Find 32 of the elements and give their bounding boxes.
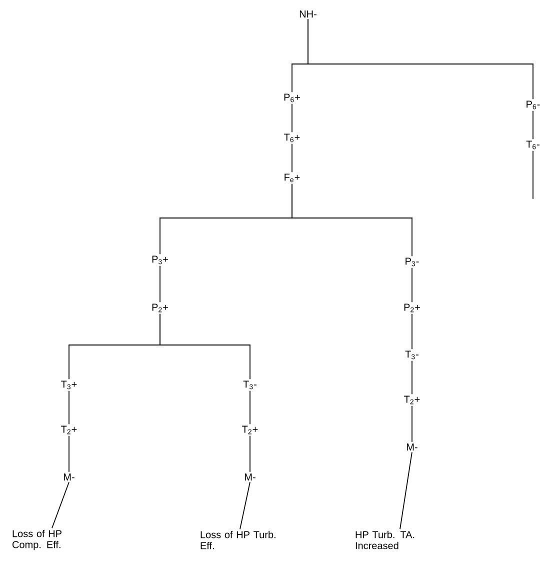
connector-line <box>400 452 412 530</box>
state-label: NH- <box>300 10 316 18</box>
state-label: T$_{6}$- <box>526 140 540 150</box>
state-label: M- <box>64 474 74 480</box>
connector-line <box>68 435 70 472</box>
state-label: P$_{6}$- <box>526 100 540 110</box>
state-label: T$_{2}$+ <box>61 426 77 434</box>
state-label: P$_{6}$+ <box>284 94 300 102</box>
state-label: T$_{3}$+ <box>61 380 77 390</box>
connector-line <box>240 482 250 530</box>
state-label: F$_{e}$+ <box>284 174 300 182</box>
state-label: T$_{2}$+ <box>404 396 420 404</box>
connector-line <box>292 183 412 257</box>
connector-line <box>68 390 70 425</box>
state-label: P$_{2}$+ <box>404 304 420 312</box>
state-label: P$_{2}$+ <box>152 304 168 312</box>
state-label: M- <box>244 474 256 480</box>
connector-line <box>308 18 534 100</box>
connector-line <box>52 482 70 529</box>
connector-line <box>532 150 534 200</box>
state-label: T$_{3}$- <box>405 350 418 360</box>
state-label: T$_{2}$+ <box>242 426 258 434</box>
state-label: P$_{3}$+ <box>152 256 168 264</box>
result-text: HP Turb. TA. Increased <box>356 530 414 550</box>
state-label: T$_{3}$- <box>243 380 256 390</box>
result-text: Loss of HP Comp. Eff. <box>12 530 62 550</box>
connector-line <box>532 110 534 140</box>
state-label: M- <box>406 444 418 450</box>
state-label: P$_{3}$- <box>406 258 419 266</box>
connector-line <box>160 313 250 380</box>
state-label: T$_{6}$+ <box>284 134 300 142</box>
result-text: Loss of HP Turb. Eff. <box>200 530 276 550</box>
